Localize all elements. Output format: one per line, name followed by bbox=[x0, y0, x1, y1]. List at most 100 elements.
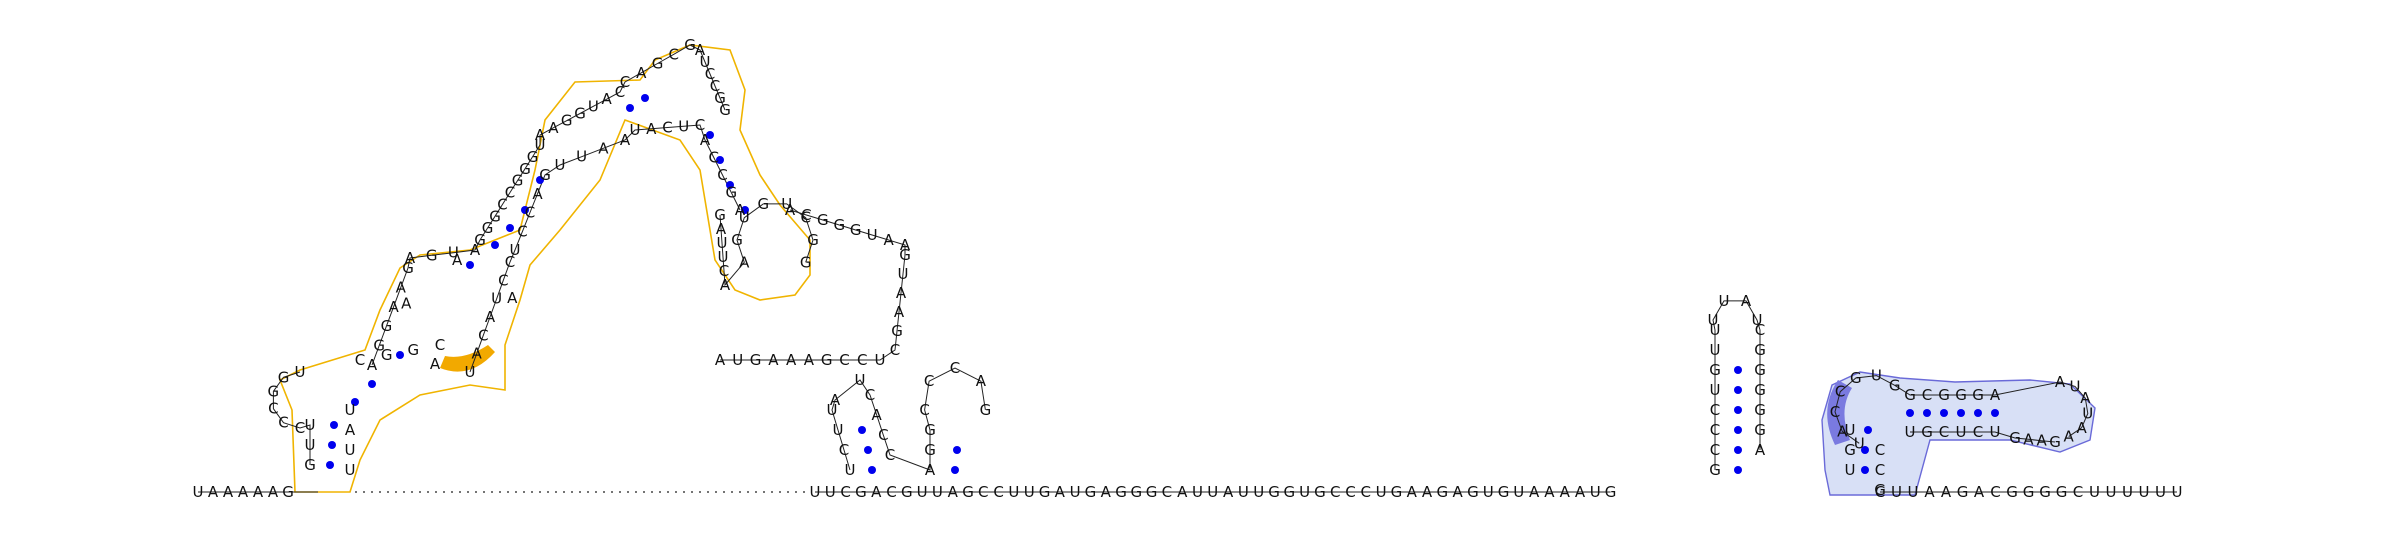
nucleotide-G: G bbox=[980, 401, 992, 419]
nucleotide-G: G bbox=[731, 231, 743, 249]
nucleotide-G: G bbox=[381, 346, 393, 364]
base-pair-dot bbox=[536, 176, 544, 184]
nucleotide-A: A bbox=[1990, 386, 2001, 404]
nucleotide-U: U bbox=[1024, 483, 1035, 501]
nucleotide-A: A bbox=[1407, 483, 1418, 501]
nucleotide-A: A bbox=[532, 185, 543, 203]
backbone-segment bbox=[720, 209, 906, 361]
nucleotide-A: A bbox=[786, 351, 797, 369]
nucleotide-A: A bbox=[804, 351, 815, 369]
nucleotide-A: A bbox=[620, 131, 631, 149]
nucleotide-C: C bbox=[497, 195, 507, 213]
nucleotide-A: A bbox=[1924, 483, 1935, 501]
nucleotide-C: C bbox=[662, 119, 672, 137]
nucleotide-C: C bbox=[435, 336, 445, 354]
nucleotide-A: A bbox=[2055, 373, 2066, 391]
nucleotide-U: U bbox=[917, 483, 928, 501]
base-pair-dot bbox=[858, 426, 866, 434]
nucleotide-G: G bbox=[1850, 369, 1862, 387]
base-pair-dot bbox=[351, 398, 359, 406]
nucleotide-G: G bbox=[1921, 423, 1933, 441]
base-pair-dot bbox=[491, 241, 499, 249]
nucleotide-C: C bbox=[840, 483, 850, 501]
nucleotide-A: A bbox=[253, 483, 264, 501]
nucleotide-U: U bbox=[345, 461, 356, 479]
backbone-segment bbox=[469, 124, 741, 373]
backbone-segment bbox=[1834, 375, 2089, 444]
nucleotide-G: G bbox=[1955, 386, 1967, 404]
nucleotide-C: C bbox=[517, 222, 527, 240]
nucleotide-G: G bbox=[725, 184, 737, 202]
base-pair-dot bbox=[1734, 426, 1742, 434]
nucleotide-G: G bbox=[1938, 386, 1950, 404]
nucleotide-G: G bbox=[1754, 341, 1766, 359]
nucleotide-A: A bbox=[1452, 483, 1463, 501]
nucleotide-U: U bbox=[1956, 423, 1967, 441]
nucleotide-A: A bbox=[900, 236, 911, 254]
nucleotide-A: A bbox=[1529, 483, 1540, 501]
nucleotide-A: A bbox=[268, 483, 279, 501]
nucleotide-A: A bbox=[715, 351, 726, 369]
nucleotide-C: C bbox=[839, 441, 849, 459]
nucleotide-G: G bbox=[482, 219, 494, 237]
nucleotide-G: G bbox=[1709, 361, 1721, 379]
nucleotide-G: G bbox=[373, 337, 385, 355]
base-pair-dot bbox=[326, 461, 334, 469]
nucleotide-G: G bbox=[855, 483, 867, 501]
nucleotide-G: G bbox=[402, 259, 414, 277]
nucleotide-G: G bbox=[1130, 483, 1142, 501]
nucleotide-G: G bbox=[1957, 483, 1969, 501]
nucleotide-A: A bbox=[894, 303, 905, 321]
base-pair-dot bbox=[506, 224, 514, 232]
nucleotide-G: G bbox=[800, 253, 812, 271]
nucleotide-G: G bbox=[527, 148, 539, 166]
nucleotide-A: A bbox=[430, 355, 441, 373]
nucleotide-G: G bbox=[901, 483, 913, 501]
nucleotide-C: C bbox=[710, 77, 720, 95]
base-pair-dot bbox=[1734, 466, 1742, 474]
nucleotide-C: C bbox=[268, 400, 278, 418]
highlight-layer bbox=[278, 44, 2096, 496]
highlight-fill-yellow bbox=[440, 345, 495, 372]
nucleotide-U: U bbox=[718, 248, 729, 266]
nucleotide-U: U bbox=[717, 234, 728, 252]
nucleotide-U: U bbox=[2089, 483, 2100, 501]
nucleotide-G: G bbox=[2049, 433, 2061, 451]
nucleotide-U: U bbox=[825, 483, 836, 501]
nucleotide-G: G bbox=[1972, 386, 1984, 404]
nucleotide-G: G bbox=[1874, 481, 1886, 499]
nucleotide-U: U bbox=[2155, 483, 2166, 501]
nucleotide-A: A bbox=[1544, 483, 1555, 501]
nucleotide-A: A bbox=[883, 231, 894, 249]
nucleotide-A: A bbox=[700, 131, 711, 149]
nucleotide-C: C bbox=[1162, 483, 1172, 501]
nucleotide-C: C bbox=[505, 253, 515, 271]
nucleotide-U: U bbox=[448, 244, 459, 262]
nucleotide-A: A bbox=[871, 483, 882, 501]
nucleotide-U: U bbox=[1513, 483, 1524, 501]
nucleotide-A: A bbox=[1837, 422, 1848, 440]
nucleotide-C: C bbox=[1710, 441, 1720, 459]
base-pair-dot bbox=[716, 156, 724, 164]
nucleotide-G: G bbox=[891, 322, 903, 340]
nucleotide-A: A bbox=[223, 483, 234, 501]
base-pair-dot bbox=[1940, 409, 1948, 417]
backbone-segment bbox=[272, 371, 311, 465]
base-pair-dot bbox=[1974, 409, 1982, 417]
nucleotide-C: C bbox=[478, 326, 488, 344]
backbone-segment bbox=[1910, 431, 2056, 443]
nucleotide-U: U bbox=[588, 97, 599, 115]
nucleotide-C: C bbox=[1710, 421, 1720, 439]
nucleotide-G: G bbox=[1391, 483, 1403, 501]
base-pair-dot bbox=[864, 446, 872, 454]
nucleotide-G: G bbox=[1115, 483, 1127, 501]
nucleotide-U: U bbox=[345, 441, 356, 459]
nucleotide-U: U bbox=[1376, 483, 1387, 501]
nucleotide-C: C bbox=[993, 483, 1003, 501]
nucleotide-U: U bbox=[781, 195, 792, 213]
nucleotide-U: U bbox=[932, 483, 943, 501]
nucleotide-A: A bbox=[1223, 483, 1234, 501]
nucleotide-C: C bbox=[886, 483, 896, 501]
nucleotide-A: A bbox=[948, 483, 959, 501]
base-pair-dot bbox=[741, 206, 749, 214]
